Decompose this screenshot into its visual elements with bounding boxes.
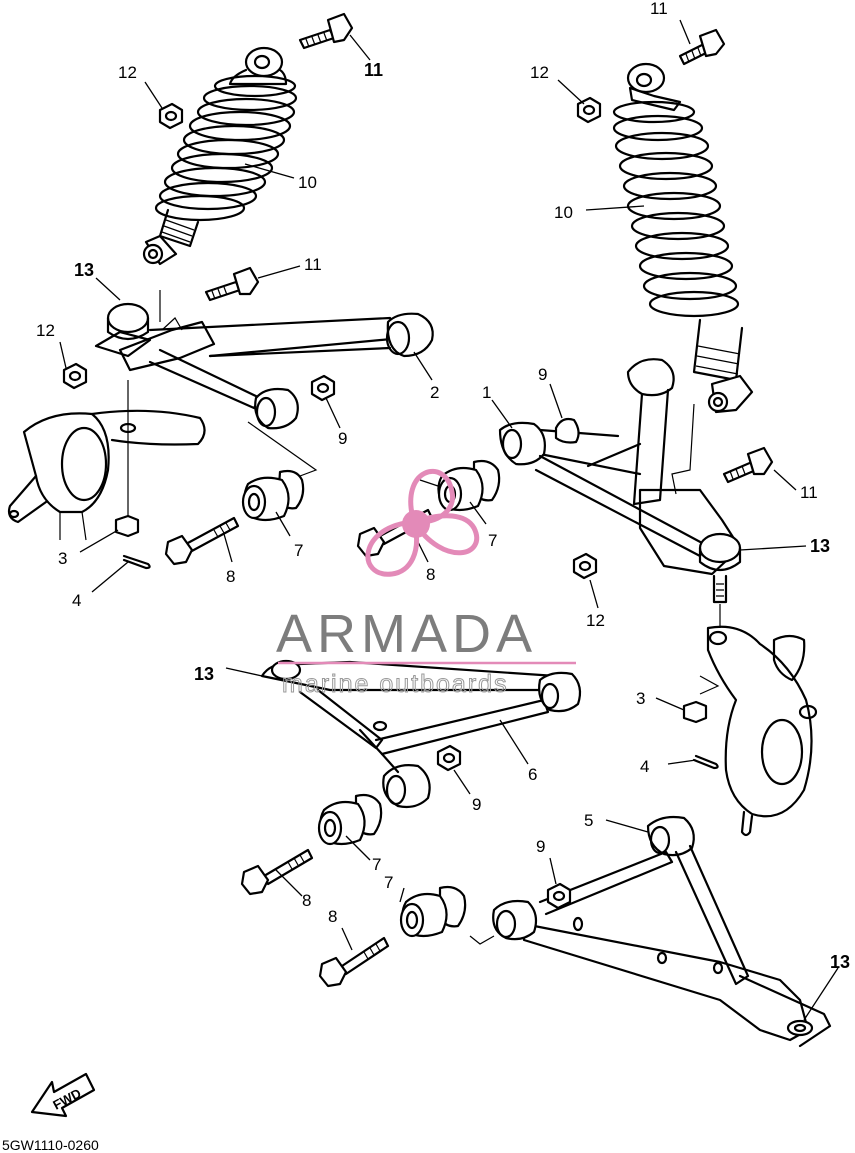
callout-4: 4 [640,757,649,776]
callout-9: 9 [472,795,481,814]
callout-12: 12 [118,63,137,82]
nut-9-mid-left [310,374,336,402]
callout-13: 13 [810,536,830,556]
callout-11: 11 [650,0,668,18]
nut-12-mid-right [572,552,598,580]
fwd-arrow-icon: FWD [30,1072,96,1118]
callout-7: 7 [384,873,393,892]
bolt-8-bottom [318,936,390,988]
callout-13: 13 [830,952,850,972]
bolt-11-top-left [298,12,354,50]
watermark: ARMADA marine outboards [276,469,576,699]
callout-10: 10 [554,203,573,222]
shock-absorber-right [612,62,754,414]
callout-13: 13 [194,664,214,684]
callout-8: 8 [328,907,337,926]
callout-8: 8 [302,891,311,910]
nut-3-right [682,700,708,724]
diagram-code: 5GW1110-0260 [2,1137,99,1153]
callout-1: 1 [482,383,491,402]
callout-7: 7 [294,541,303,560]
callout-7: 7 [372,855,381,874]
callout-3: 3 [636,689,645,708]
callout-8: 8 [426,565,435,584]
nut-12-top-left [158,102,184,130]
callout-12: 12 [586,611,605,630]
callout-13: 13 [74,260,94,280]
callout-11: 11 [304,255,322,274]
callout-5: 5 [584,811,593,830]
bushing-7-left [241,469,305,522]
watermark-tagline: marine outboards [282,670,509,698]
callout-10: 10 [298,173,317,192]
bolt-8-left [164,516,240,566]
bolt-8-lower [240,848,314,896]
bushing-7-bottom [399,885,467,938]
cotter-pin-4-left [122,554,151,570]
callout-9: 9 [536,837,545,856]
nut-9-lower [436,744,462,772]
shock-absorber-left [142,46,298,266]
knuckle-left [7,380,206,541]
bolt-11-top-right [678,28,726,66]
callout-9: 9 [338,429,347,448]
assembly-guide-lines [247,403,721,945]
upper-arm-right [498,358,742,604]
callout-11: 11 [800,483,818,502]
callout-12: 12 [36,321,55,340]
callout-numbers: 11 12 10 13 11 12 2 9 7 8 3 4 11 12 10 9… [36,0,850,972]
knuckle-right [706,625,818,837]
watermark-brand: ARMADA [276,604,537,664]
callout-4: 4 [72,591,81,610]
nut-9-bottom-right [546,882,572,910]
callout-9: 9 [538,365,547,384]
callout-8: 8 [226,567,235,586]
bolt-11-mid-left [204,266,260,302]
bushing-7-middle [437,459,501,512]
cotter-pin-4-right [692,754,719,770]
callout-12: 12 [530,63,549,82]
callout-11: 11 [364,60,383,80]
callout-3: 3 [58,549,67,568]
callout-6: 6 [528,765,537,784]
callout-2: 2 [430,383,439,402]
nut-9-mid-right [554,417,580,444]
callout-7: 7 [488,531,497,550]
bolt-11-mid-right [722,446,774,484]
fwd-label: FWD [50,1086,83,1113]
upper-arm-left [94,290,434,430]
nut-3-left [114,514,140,538]
lower-arm-right [492,815,832,1048]
nut-12-mid-left [62,362,88,390]
leader-lines [59,19,839,1021]
bushing-7-lower [317,793,383,846]
watermark-logo-icon [365,469,479,577]
